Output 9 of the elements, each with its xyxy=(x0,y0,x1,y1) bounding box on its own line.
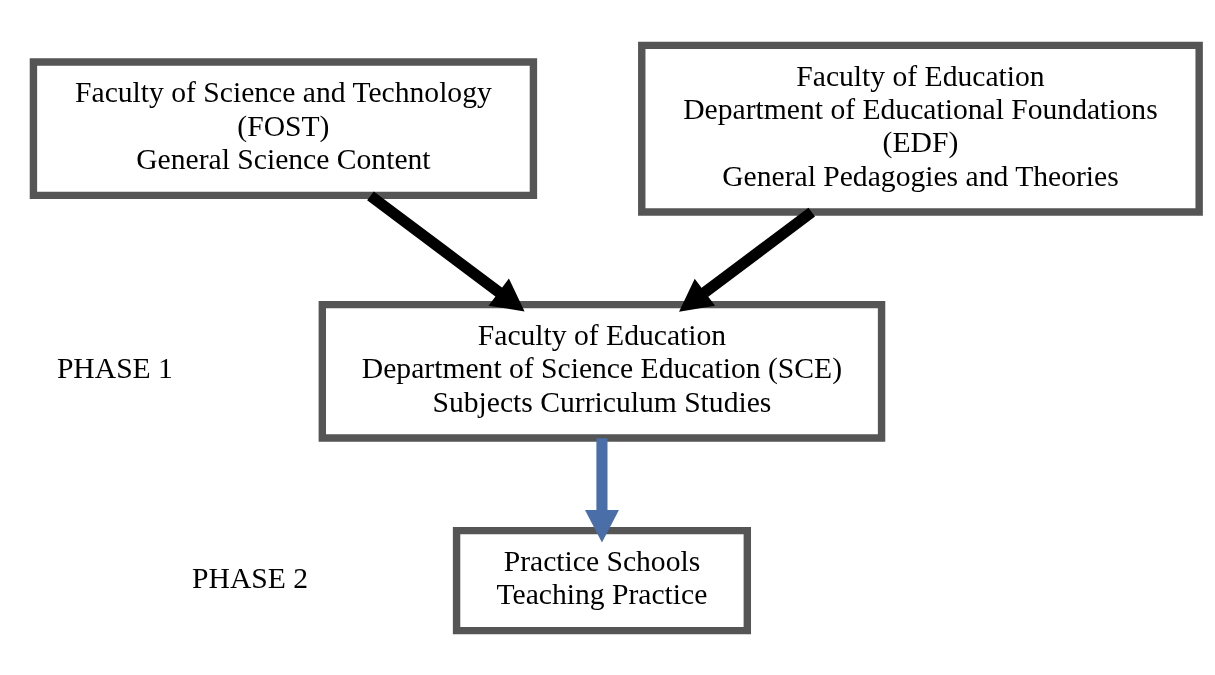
node-box: Practice Schools Teaching Practice xyxy=(452,526,751,634)
label: PHASE 2 xyxy=(192,561,309,594)
label: PHASE 1 xyxy=(56,351,173,384)
node-box: Faculty of Education Department of Science Education (SCE) Subjects Curriculum Studies xyxy=(318,300,886,442)
arrow xyxy=(367,190,525,311)
arrow xyxy=(585,437,619,542)
arrow xyxy=(679,207,816,312)
node-box: Faculty of Education Department of Educational Foundations (EDF) General Pedagogies and Theories xyxy=(638,41,1203,216)
node-box: Faculty of Science and Technology (FOST) General Science Content xyxy=(29,57,538,199)
